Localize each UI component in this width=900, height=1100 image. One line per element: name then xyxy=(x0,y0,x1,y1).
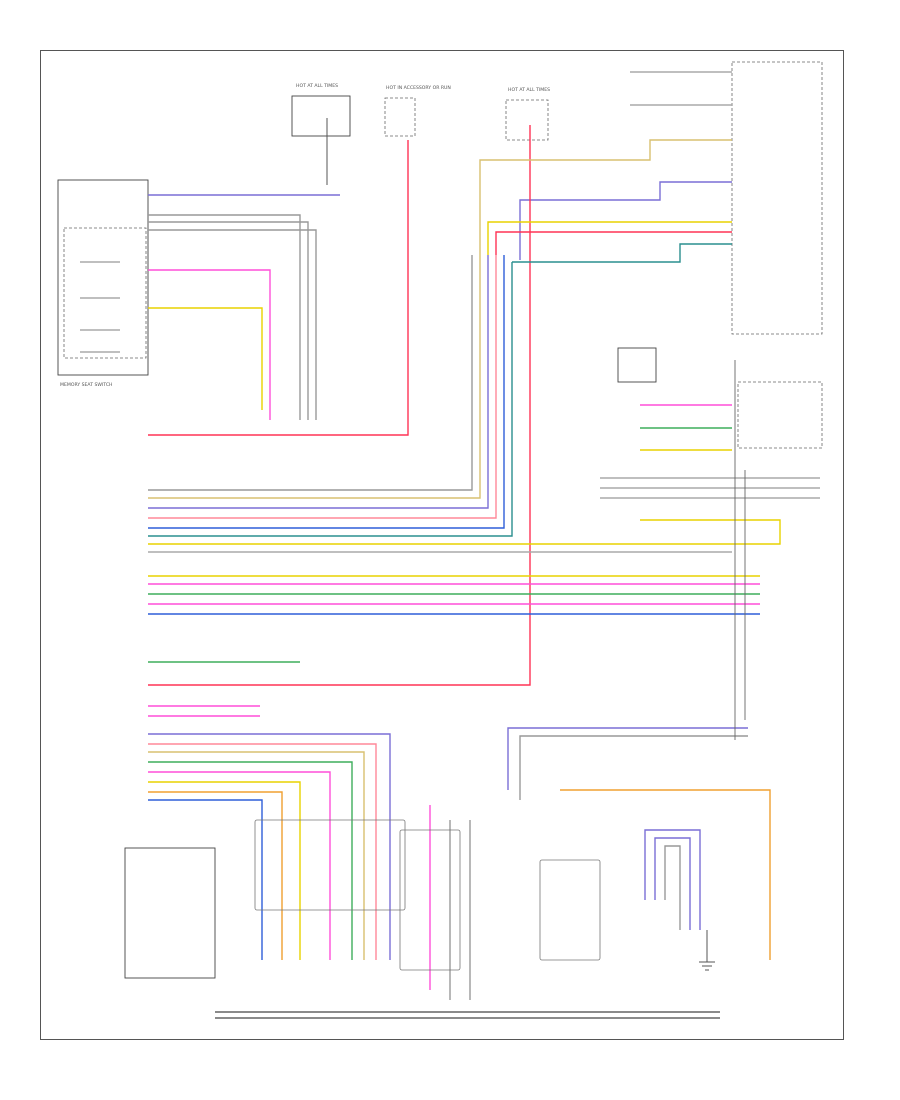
memory-seat-switch: MEMORY SEAT SWITCH xyxy=(57,179,149,388)
connector-group xyxy=(254,819,601,971)
smart-junction-box xyxy=(617,347,823,449)
front-lh-seatbelt-module xyxy=(124,847,216,979)
hot-in-accessory-label: HOT IN ACCESSORY OR RUN xyxy=(386,85,451,91)
power-source-left: HOT AT ALL TIMES xyxy=(291,83,351,185)
bottom-ground-bus xyxy=(215,1011,720,1019)
ground-point-symbol xyxy=(699,930,715,971)
hot-at-all-times-right-label: HOT AT ALL TIMES xyxy=(508,87,550,93)
power-source-right: HOT AT ALL TIMES xyxy=(505,87,550,141)
memory-seat-switch-label: MEMORY SEAT SWITCH xyxy=(60,382,113,388)
seat-module-right xyxy=(731,61,823,335)
hot-at-all-times-left-label: HOT AT ALL TIMES xyxy=(296,83,338,89)
power-source-middle: HOT IN ACCESSORY OR RUN xyxy=(384,85,451,137)
diagram-frame xyxy=(40,50,844,1040)
